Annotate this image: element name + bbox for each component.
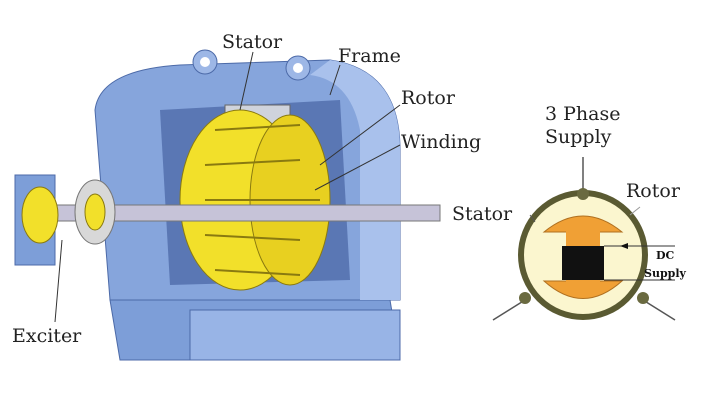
schematic-label-stator: Stator	[452, 203, 513, 225]
label-supply: Supply	[545, 126, 612, 148]
leader-lines	[54, 51, 401, 323]
label-stator: Stator	[222, 31, 283, 53]
label-winding: Winding	[401, 131, 481, 153]
label-rotor: Rotor	[401, 87, 456, 109]
rotor-pole-bottom	[542, 280, 624, 299]
rotor-pole-top	[542, 215, 624, 233]
rotor-core	[562, 246, 604, 280]
label-frame: Frame	[338, 45, 401, 67]
motor-illustration	[14, 49, 441, 361]
schematic-label-rotor: Rotor	[626, 180, 681, 202]
label-dc-supply: Supply	[644, 267, 687, 280]
label-exciter: Exciter	[12, 325, 82, 347]
label-dc: DC	[656, 249, 675, 262]
schematic-diagram	[492, 157, 676, 321]
label-3-phase: 3 Phase	[545, 103, 620, 125]
